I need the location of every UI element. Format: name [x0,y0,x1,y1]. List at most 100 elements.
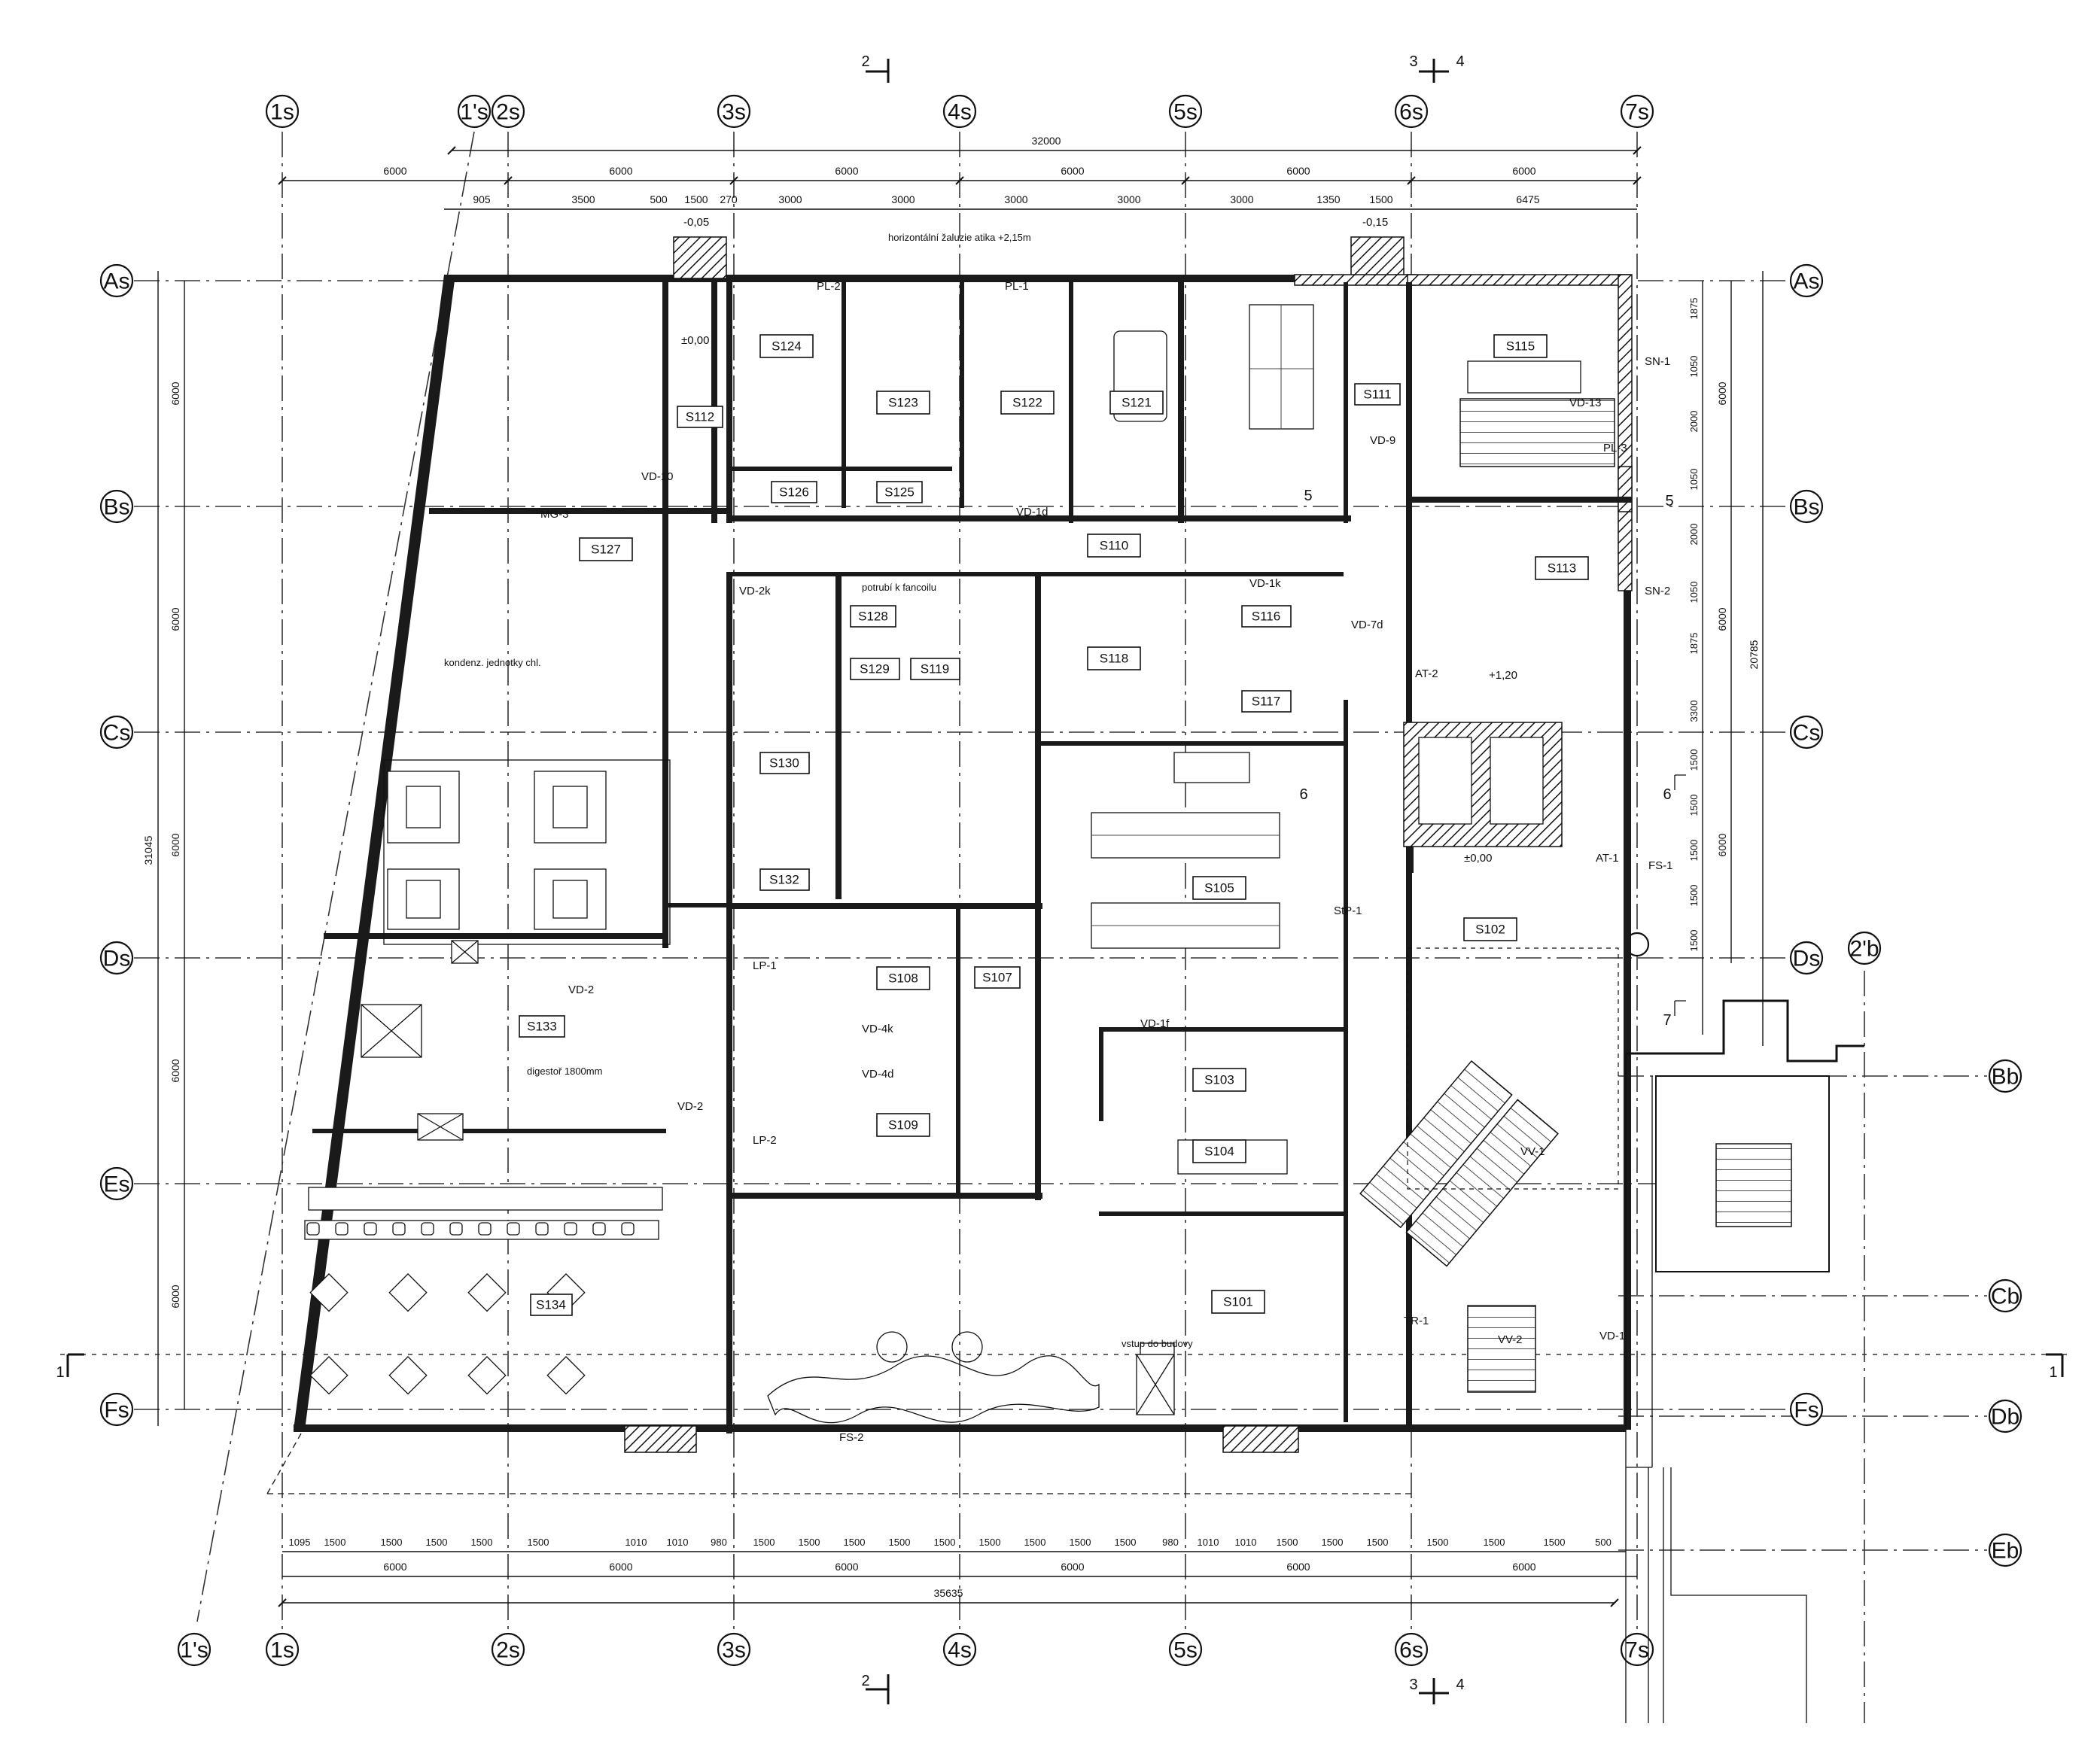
dim-overall-left: 31045 [142,835,154,865]
tag-StP-1: StP-1 [1334,904,1362,917]
dim-b-d20: 1010 [1198,1537,1219,1548]
axis-As-left: As [103,269,129,294]
tag-VV-2: VV-2 [1498,1333,1523,1346]
dim-b-d15: 1500 [979,1537,1001,1548]
dim-top-d1: 905 [473,193,491,205]
tag-SN-1: SN-1 [1645,355,1670,368]
dim-b-d24: 1500 [1367,1537,1389,1548]
building-walls [294,236,1633,1433]
dim-top-d7: 3000 [891,193,915,205]
axis-Fs-right: Fs [1794,1398,1818,1423]
room-S102: S102 [1475,923,1505,937]
tag-AT-2: AT-2 [1415,667,1438,680]
axis-bubbles-bottom: 1's 1s 2s 3s 4s 5s 6s 7s [177,1632,1654,1667]
room-S132: S132 [769,873,799,887]
dim-bottom-mod-5: 6000 [1286,1561,1310,1573]
dim-top-mod-4: 6000 [1061,165,1084,177]
room-S115: S115 [1506,339,1535,354]
room-S121: S121 [1122,396,1152,410]
dim-top-d3: 500 [650,193,668,205]
dim-top-d8: 3000 [1004,193,1027,205]
dim-b-d27: 1500 [1544,1537,1566,1548]
plant-equipment [361,759,1175,1415]
facade-window-hatches [266,1425,1411,1494]
room-S103: S103 [1204,1073,1234,1087]
room-S127: S127 [591,543,621,557]
dim-b-d10: 1500 [753,1537,775,1548]
dim-b-d12: 1500 [844,1537,866,1548]
axis-5s-top: 5s [1173,100,1198,125]
dimension-bottom-modules: 6000 6000 6000 6000 6000 6000 [282,1561,1637,1577]
axis-7s-bottom: 7s [1625,1638,1649,1663]
dimension-bottom-overall: 35635 [278,1587,1619,1607]
note-plant: kondenz. jednotky chl. [444,657,541,668]
tag-VD-1d: VD-1d [1016,506,1048,518]
room-S109: S109 [888,1118,918,1132]
dim-b-d13: 1500 [889,1537,911,1548]
element-tags: VD-1k VD-1d VD-2k VD-2 VD-4k VD-4d VD-1f… [540,280,1673,1444]
axis-Es-left: Es [103,1172,129,1197]
tag-MG-3: MG-3 [540,508,569,521]
axis-7s-top: 7s [1625,100,1649,125]
dim-top-d13: 6475 [1516,193,1539,205]
dim-top-mod-1: 6000 [383,165,406,177]
dim-r-d10: 1500 [1688,795,1700,816]
dim-top-mod-5: 6000 [1286,165,1310,177]
axis-bubbles-left: As Bs Cs Ds Es Fs [99,263,134,1427]
axis-5s-bottom: 5s [1173,1638,1198,1663]
section-6-mark: 6 [1299,786,1307,803]
room-S108: S108 [888,971,918,986]
dim-r-d7: 1875 [1688,633,1700,655]
axis-1ps-bottom: 1's [180,1638,208,1663]
tag-LP-1: LP-1 [753,959,777,972]
dim-b-d9: 980 [711,1537,727,1548]
room-S110: S110 [1100,539,1128,553]
dim-r-d6: 1050 [1688,582,1700,603]
dim-b-d2: 1500 [324,1537,346,1548]
axis-6s-bottom: 6s [1399,1638,1423,1663]
dim-bottom-mod-1: 6000 [383,1561,406,1573]
axis-4s-bottom: 4s [948,1638,972,1663]
axis-2pb: 2'b [1849,937,1879,962]
cafe-seating [304,1187,1100,1424]
tag-SN-2: SN-2 [1645,585,1670,597]
axis-Bs-right: Bs [1793,495,1819,520]
tag-VD-1f: VD-1f [1140,1017,1170,1030]
section-2-top: 2 [861,53,869,70]
section-5-mark-right: 5 [1665,493,1673,509]
dim-left-mod-2: 6000 [169,607,181,631]
dimension-top-detail: 905 3500 500 1500 270 3000 3000 3000 300… [444,193,1637,210]
dim-b-d11: 1500 [799,1537,820,1548]
dim-top-mod-6: 6000 [1512,165,1535,177]
dim-b-d6: 1500 [528,1537,549,1548]
axis-Bb: Bb [1992,1065,2019,1090]
dim-r-d8: 3300 [1688,701,1700,722]
room-S111: S111 [1363,388,1391,402]
section-1-right: 1 [2049,1364,2057,1381]
section-6-mark-right: 6 [1663,786,1671,803]
room-S116: S116 [1252,610,1280,624]
tag-VD-9: VD-9 [1370,434,1395,447]
room-S112: S112 [686,410,714,424]
axis-Db: Db [1991,1405,2019,1430]
axis-Ds-left: Ds [103,947,131,971]
room-S130: S130 [769,756,799,771]
dim-top-mod-2: 6000 [609,165,632,177]
note-facade-hatch: horizontální žaluzie atika +2,15m [888,232,1031,243]
tag-FS-1: FS-1 [1648,859,1673,872]
dimension-top-overall: 32000 [447,135,1642,155]
axis-4s-top: 4s [948,100,972,125]
stair-elevator-core [1359,398,1830,1393]
room-S128: S128 [858,610,888,624]
tag-VD-7d: VD-7d [1351,619,1383,631]
dim-top-mod-3: 6000 [835,165,858,177]
dim-top-d4: 1500 [684,193,708,205]
dim-b-d3: 1500 [381,1537,403,1548]
dim-r-mod-1: 6000 [1716,382,1728,405]
tag-PL-3: PL-3 [1603,442,1627,455]
section-7-mark: 7 [1663,1012,1671,1029]
dim-overall-top: 32000 [1032,135,1061,147]
dim-r-d9: 1500 [1688,749,1700,771]
tag-AT-1: AT-1 [1596,852,1619,865]
dim-b-d26: 1500 [1484,1537,1505,1548]
